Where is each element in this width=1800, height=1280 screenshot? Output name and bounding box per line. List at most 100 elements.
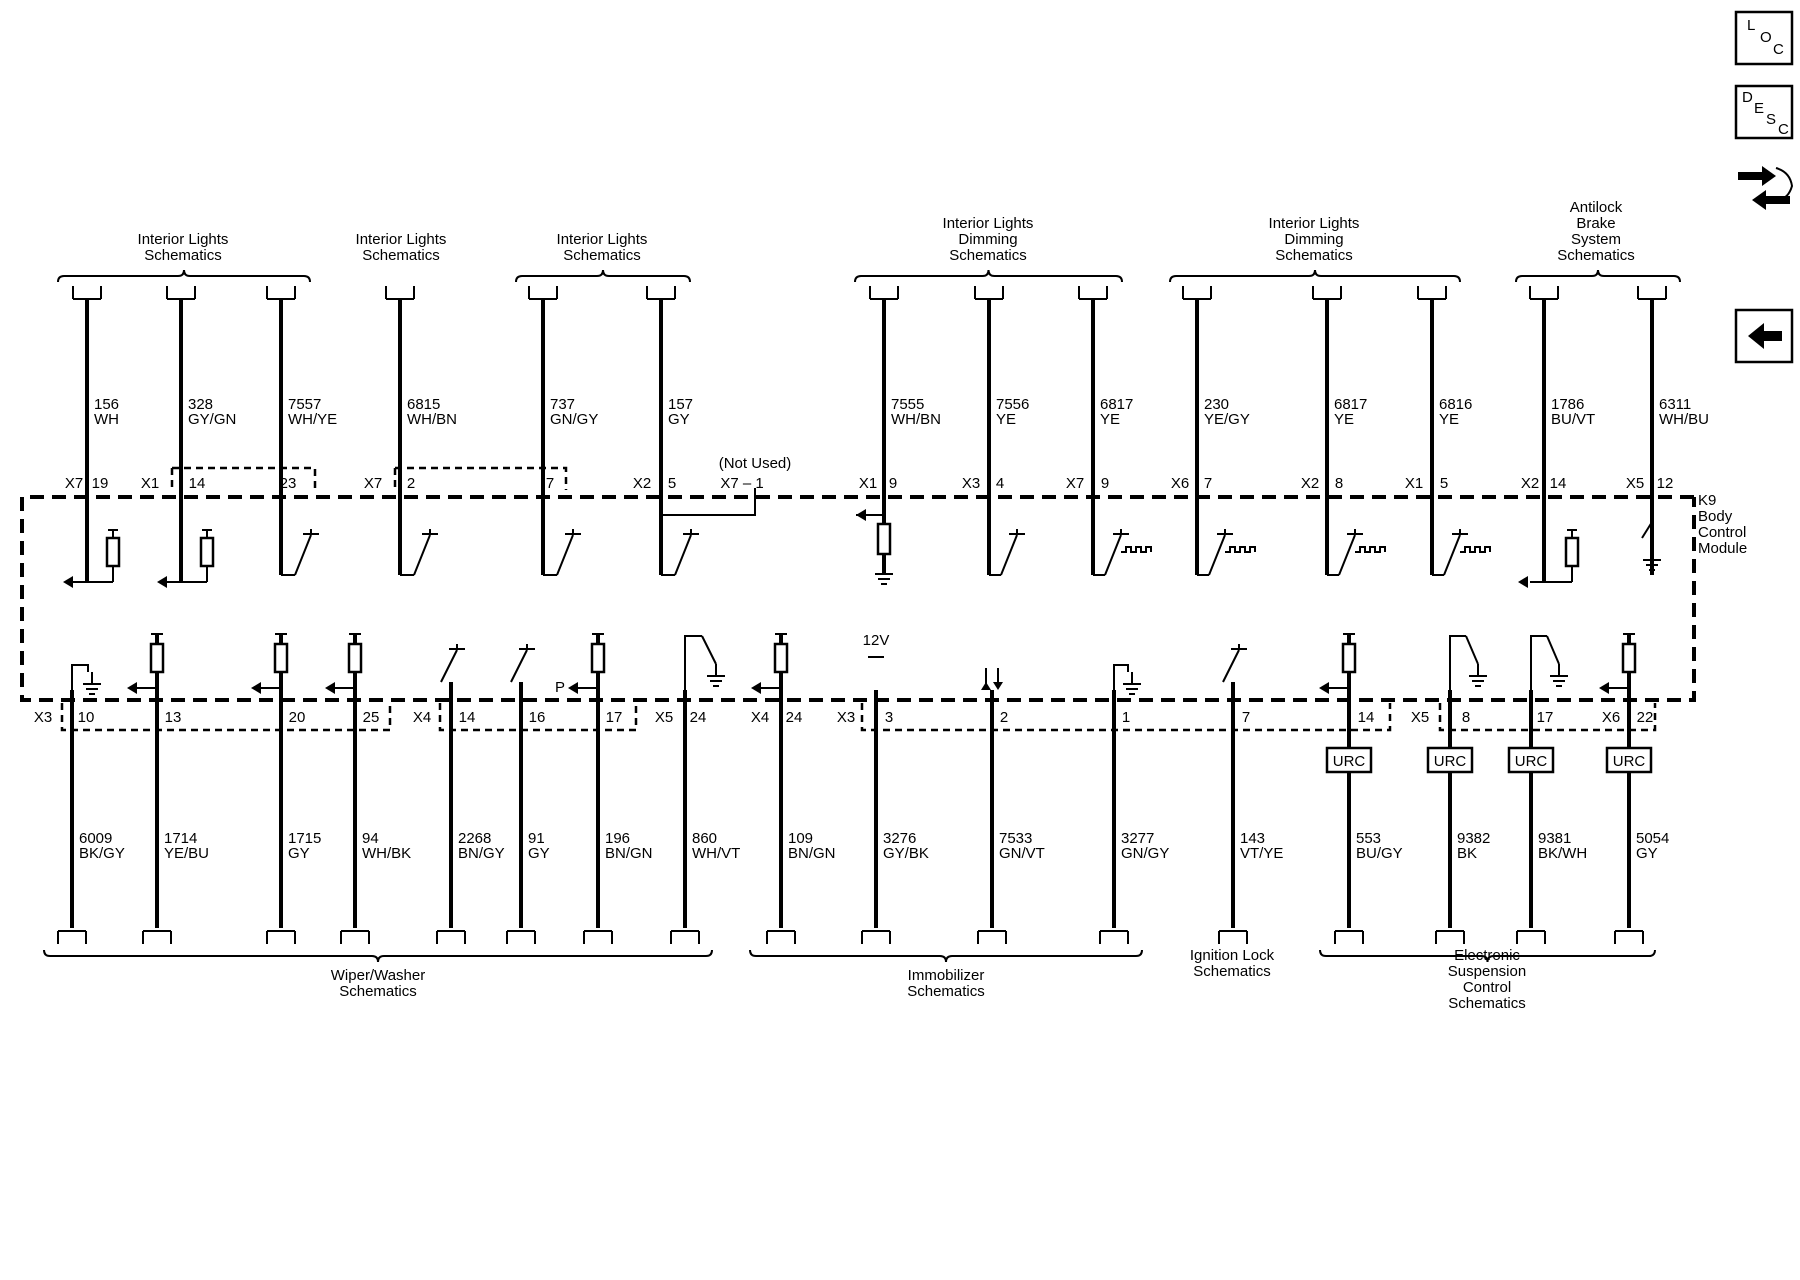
pin-number: 2 [407, 475, 415, 492]
connector-terminal [57, 930, 87, 944]
connector-id: X7 [65, 475, 83, 492]
ground-symbol [875, 562, 893, 585]
circuit-number: 143 [1240, 830, 1265, 847]
circuit-number: 6009 [79, 830, 112, 847]
wire-path [1319, 949, 1656, 963]
group-bracket [1169, 269, 1461, 283]
connector-hand-outline [1775, 167, 1794, 201]
connector-terminal [1078, 286, 1108, 300]
connector-terminal [266, 930, 296, 944]
pin-number: 24 [786, 709, 803, 726]
pin-number: 9 [889, 475, 897, 492]
group-title-line: Ignition Lock [1190, 947, 1275, 964]
circuit-number: 9381 [1538, 830, 1571, 847]
connector-terminal [142, 930, 172, 944]
resistor-body [1564, 536, 1580, 568]
ground-symbol [1550, 664, 1568, 687]
wire-path [43, 949, 713, 963]
wire-path [1355, 546, 1386, 553]
circuit-number: 6815 [407, 396, 440, 413]
back-arrow-icon[interactable] [1734, 308, 1794, 364]
connector-id: X1 [859, 475, 877, 492]
module-outline [20, 495, 1696, 702]
wire-path [1121, 546, 1152, 553]
ground-symbol [1123, 672, 1141, 695]
pin-number: 17 [606, 709, 623, 726]
connector-terminal [646, 286, 676, 300]
connector-terminal [766, 930, 796, 944]
pin-number: 23 [280, 475, 297, 492]
group-title-line: Electronic [1454, 947, 1520, 964]
circuit-number: 1786 [1551, 396, 1584, 413]
arrow-left-icon [751, 682, 761, 694]
circuit-color: GY [288, 845, 310, 862]
wire-line [1465, 635, 1479, 665]
loc-icon-frame[interactable] [1734, 10, 1794, 66]
wire-path [71, 664, 89, 690]
group-title-line: Interior Lights [356, 231, 447, 248]
loc-icon[interactable]: LOC [1734, 10, 1794, 66]
desc-icon-frame[interactable] [1734, 84, 1794, 140]
urc-box: URC [1507, 746, 1555, 774]
circuit-number: 7533 [999, 830, 1032, 847]
circuit-number: 860 [692, 830, 717, 847]
loc-icon-letter: L [1747, 17, 1755, 34]
circuit-color: BU/GY [1356, 845, 1403, 862]
wire-path [749, 949, 1143, 963]
wire-path [684, 635, 702, 690]
switch-symbol [1104, 529, 1129, 576]
resistor-symbol [347, 642, 363, 674]
resistor-body [347, 642, 363, 674]
connector-end-view-icon[interactable] [1738, 166, 1794, 210]
module-name-line: Module [1698, 540, 1747, 557]
urc-box: URC [1325, 746, 1373, 774]
resistor-symbol [199, 536, 215, 568]
circuit-number: 230 [1204, 396, 1229, 413]
sub-connector-outline [860, 703, 1392, 732]
connector-id: X1 [141, 475, 159, 492]
connector-id: X5 [655, 709, 673, 726]
wire-line [556, 534, 574, 576]
connector-terminal [266, 286, 296, 300]
desc-icon-letter: S [1766, 111, 1776, 128]
pin-number: 14 [1550, 475, 1567, 492]
pin-number: 7 [1204, 475, 1212, 492]
desc-icon-letter: D [1742, 89, 1753, 106]
resistor-body [1621, 642, 1637, 674]
circuit-color: BN/GN [788, 845, 836, 862]
circuit-color: WH/YE [288, 411, 337, 428]
connector-terminal [1182, 286, 1212, 300]
group-title-line: Schematics [1275, 247, 1353, 264]
arrow-left-icon [251, 682, 261, 694]
group-bracket [854, 269, 1123, 283]
connector-terminal [869, 286, 899, 300]
group-title-line: Antilock [1570, 199, 1623, 216]
group-bracket [43, 949, 713, 963]
back-arrow-shape[interactable] [1748, 323, 1782, 349]
connector-terminal [436, 930, 466, 944]
pin-number: 13 [165, 709, 182, 726]
pin-number: 25 [363, 709, 380, 726]
not-used-label: (Not Used) [719, 455, 792, 472]
switch-symbol [1443, 529, 1468, 576]
circuit-color: GY/GN [188, 411, 236, 428]
connector-id: X5 [1626, 475, 1644, 492]
resistor-symbol [105, 536, 121, 568]
pin-number: 10 [78, 709, 95, 726]
circuit-number: 553 [1356, 830, 1381, 847]
circuit-number: 7557 [288, 396, 321, 413]
circuit-color: WH/BN [891, 411, 941, 428]
connector-id: X3 [837, 709, 855, 726]
pin-number: 7 [1242, 709, 1250, 726]
module-name-line: K9 [1698, 492, 1716, 509]
urc-box: URC [1426, 746, 1474, 774]
circuit-number: 94 [362, 830, 379, 847]
